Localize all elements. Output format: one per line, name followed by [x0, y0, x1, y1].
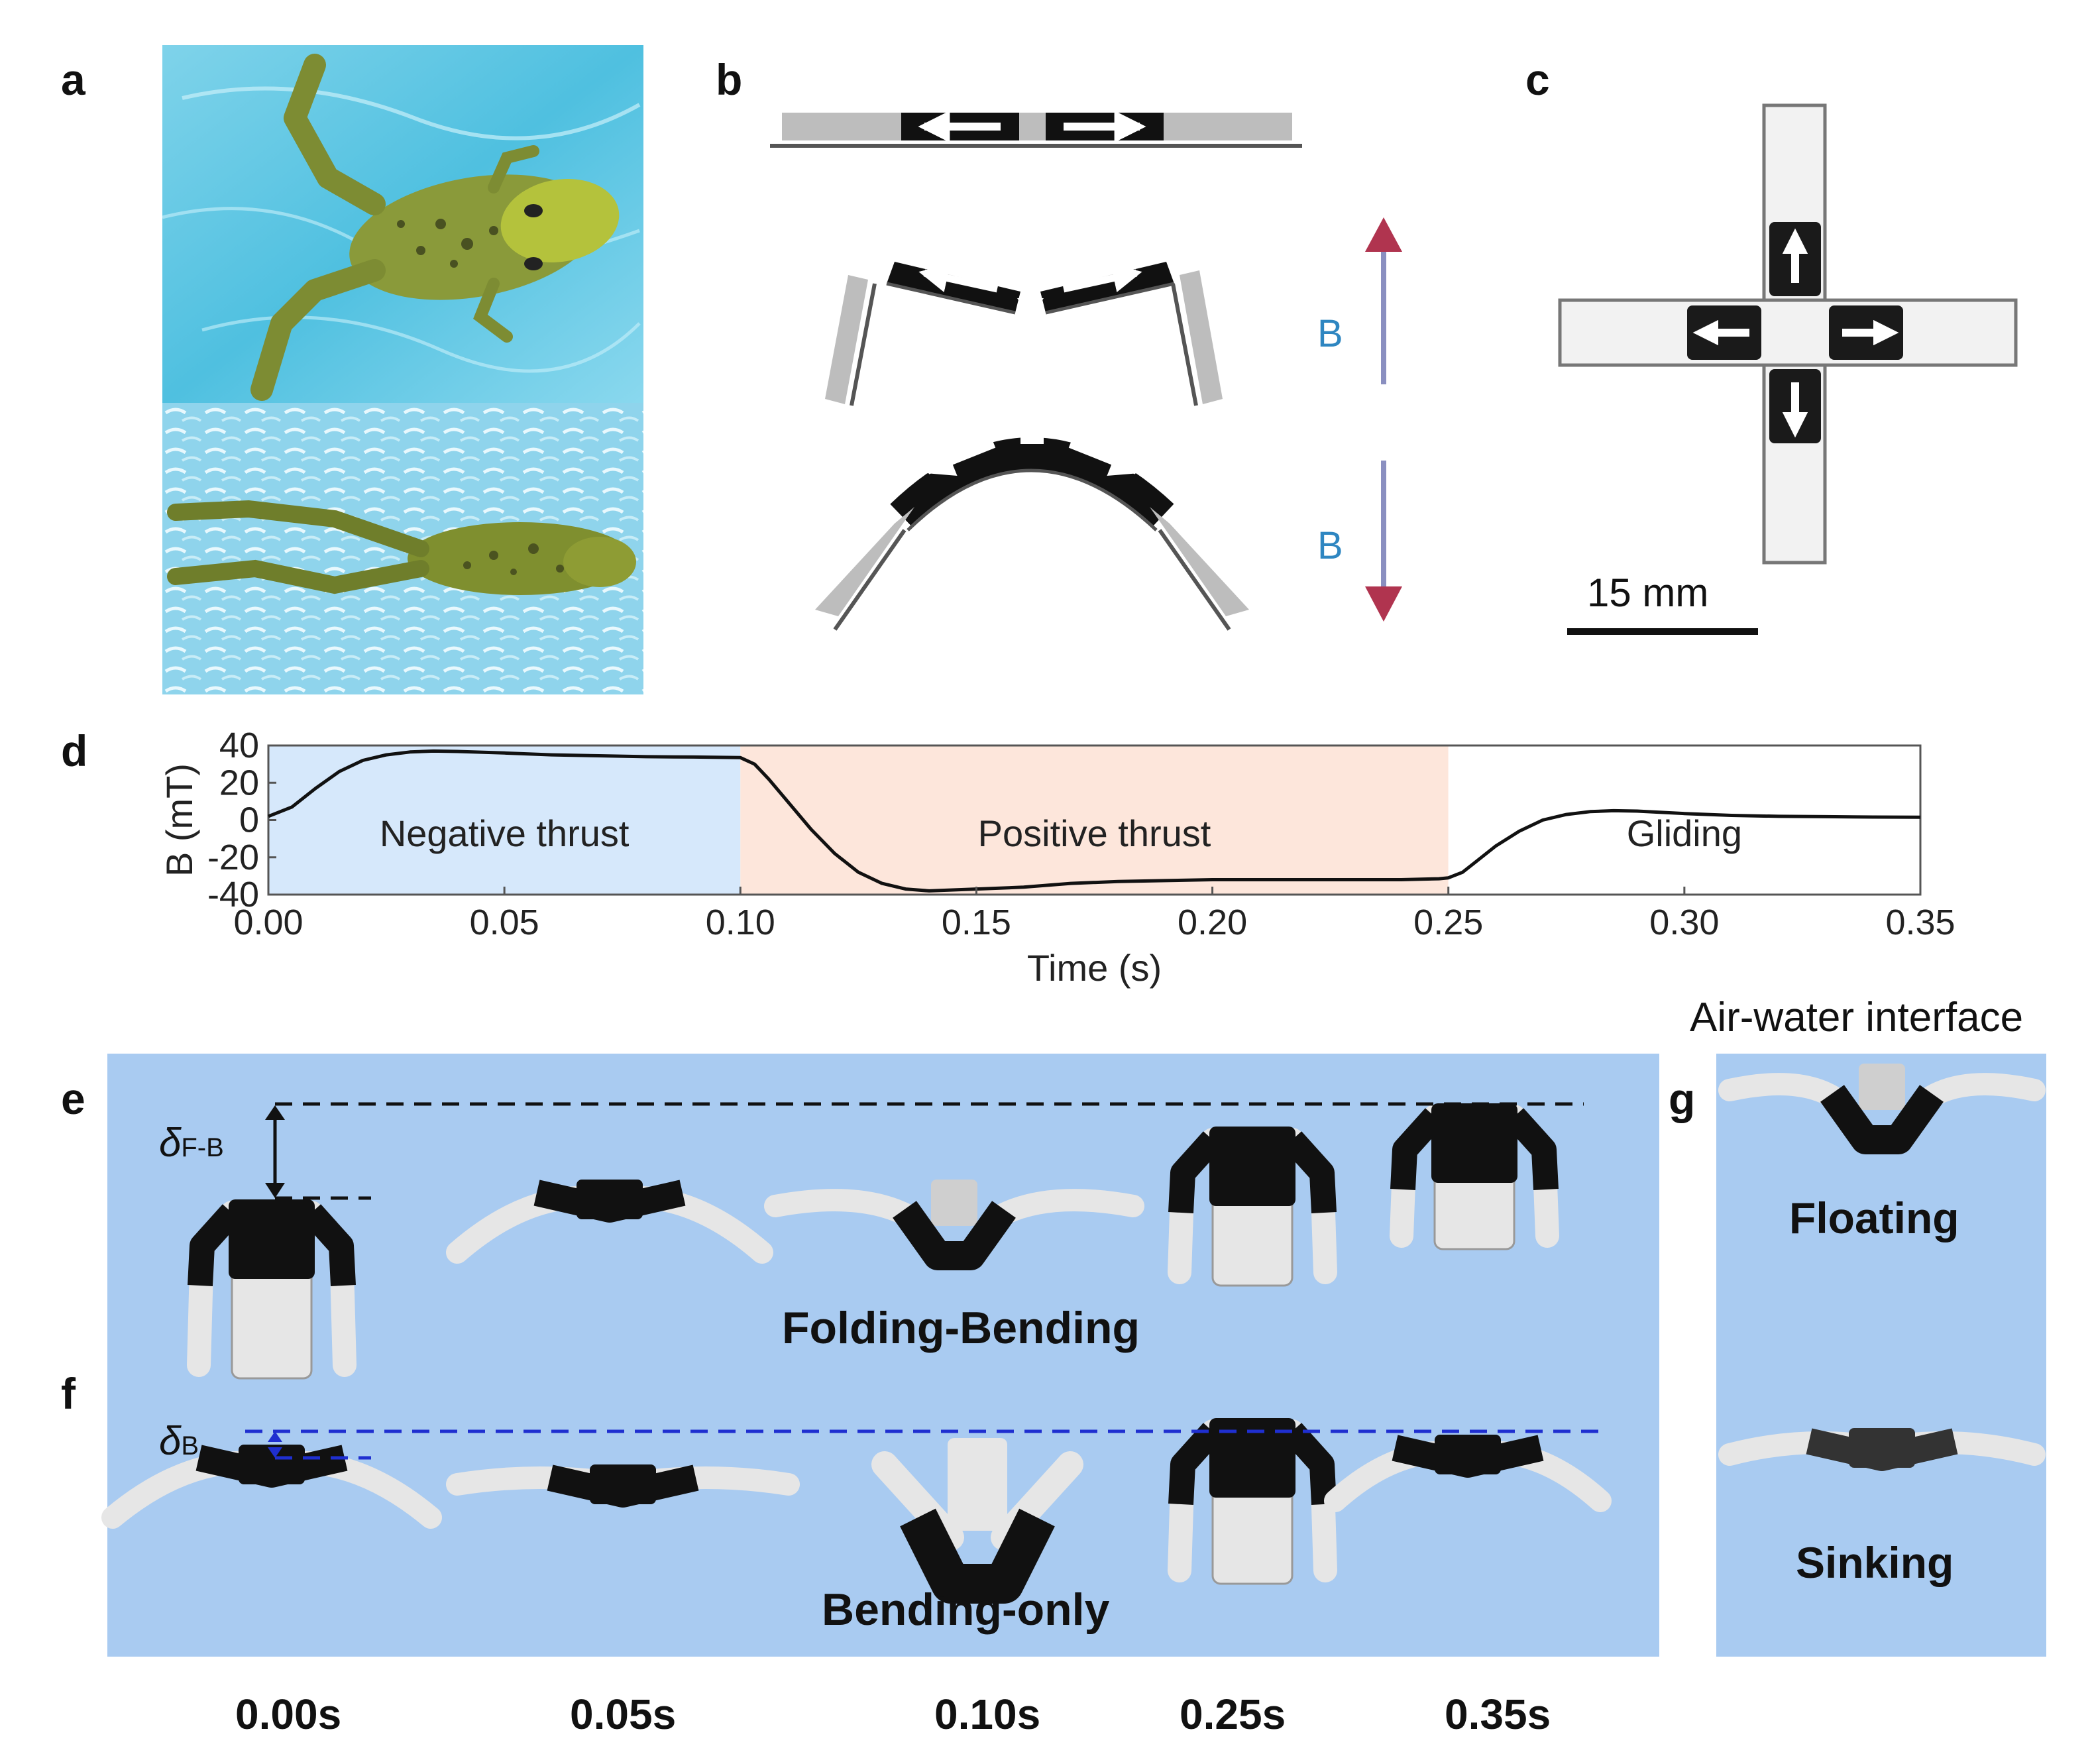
x-tick-label-3: 0.15	[942, 903, 1011, 942]
field-label-down: B	[1317, 524, 1343, 567]
robot-e-0010s	[764, 1180, 1144, 1270]
robot-f-0035s	[1324, 1435, 1612, 1512]
air-water-interface-label: Air-water interface	[1690, 995, 2024, 1040]
y-tick-label-0: 40	[219, 726, 259, 765]
x-tick-label-7: 0.35	[1885, 903, 1955, 942]
region-label-1: Positive thrust	[978, 812, 1211, 854]
frog-photo-top	[162, 45, 643, 403]
floating-label: Floating	[1789, 1193, 1959, 1242]
folding-schematic	[770, 111, 1402, 631]
time-label-1: 0.05s	[570, 1690, 677, 1738]
delta-fb-label: δF-B	[159, 1120, 224, 1166]
y-tick-label-2: 0	[239, 800, 259, 840]
cross-robot-photo	[1558, 103, 2018, 565]
folding-state	[825, 262, 1223, 406]
x-axis-label: Time (s)	[1027, 947, 1162, 989]
field-arrow-down	[1365, 461, 1402, 622]
field-waveform-chart: Negative thrust Positive thrust Gliding 0.0…	[158, 726, 1955, 989]
flat-state	[770, 111, 1302, 148]
x-tick-label-0: 0.00	[233, 903, 303, 942]
delta-b-arrow	[268, 1431, 282, 1458]
region-1	[740, 745, 1449, 895]
delta-fb-arrow	[265, 1105, 285, 1198]
delta-b-label: δB	[159, 1418, 199, 1464]
field-label-up: B	[1317, 312, 1343, 355]
panel-label-e: e	[61, 1074, 85, 1123]
robot-f-0005s	[446, 1464, 800, 1508]
frog-photo-bottom	[162, 403, 643, 694]
mode-label-bending-only: Bending-only	[822, 1584, 1110, 1635]
x-tick-label-6: 0.30	[1649, 903, 1719, 942]
delta-symbol: δ	[159, 1419, 182, 1463]
sinking-label: Sinking	[1796, 1538, 1954, 1587]
x-tick-label-4: 0.20	[1178, 903, 1247, 942]
scale-bar-label: 15 mm	[1587, 571, 1709, 615]
panel-label-a: a	[61, 55, 85, 104]
robot-e-0000s	[187, 1199, 357, 1380]
time-label-0: 0.00s	[235, 1690, 342, 1738]
panel-label-b: b	[716, 55, 743, 104]
delta-symbol: δ	[159, 1121, 182, 1165]
mode-label-folding-bending: Folding-Bending	[782, 1303, 1140, 1353]
field-series-line	[268, 749, 1921, 893]
time-label-2: 0.10s	[934, 1690, 1041, 1738]
robot-e-0035s	[1390, 1103, 1559, 1250]
panel-label-f: f	[61, 1369, 76, 1418]
delta-subscript: B	[181, 1431, 199, 1461]
time-label-4: 0.35s	[1445, 1690, 1551, 1738]
region-0	[268, 745, 741, 895]
robot-e-0005s	[446, 1180, 773, 1264]
robot-f-0025s	[1168, 1418, 1337, 1585]
x-tick-label-2: 0.10	[706, 903, 775, 942]
robot-g-floating	[1718, 1064, 2046, 1154]
robot-f-0010s	[871, 1438, 1083, 1604]
region-label-0: Negative thrust	[380, 812, 630, 854]
panel-label-c: c	[1525, 55, 1550, 104]
x-tick-label-5: 0.25	[1413, 903, 1483, 942]
time-label-3: 0.25s	[1180, 1690, 1286, 1738]
scale-bar	[1567, 628, 1758, 635]
robot-f-0000s	[101, 1445, 442, 1529]
y-tick-label-1: 20	[219, 763, 259, 802]
field-arrow-up	[1365, 217, 1402, 384]
bending-state	[815, 411, 1249, 631]
y-axis-label: B (mT)	[158, 763, 200, 877]
panel-label-g: g	[1669, 1074, 1696, 1123]
region-label-2: Gliding	[1627, 812, 1742, 854]
robot-e-0025s	[1168, 1127, 1337, 1287]
y-tick-label-3: -20	[207, 838, 259, 877]
robot-g-sinking	[1718, 1428, 2046, 1471]
x-tick-label-1: 0.05	[470, 903, 539, 942]
delta-subscript: F-B	[181, 1133, 224, 1162]
y-tick-label-4: -40	[207, 875, 259, 914]
region-2	[1448, 745, 1920, 895]
panel-label-d: d	[61, 726, 88, 775]
